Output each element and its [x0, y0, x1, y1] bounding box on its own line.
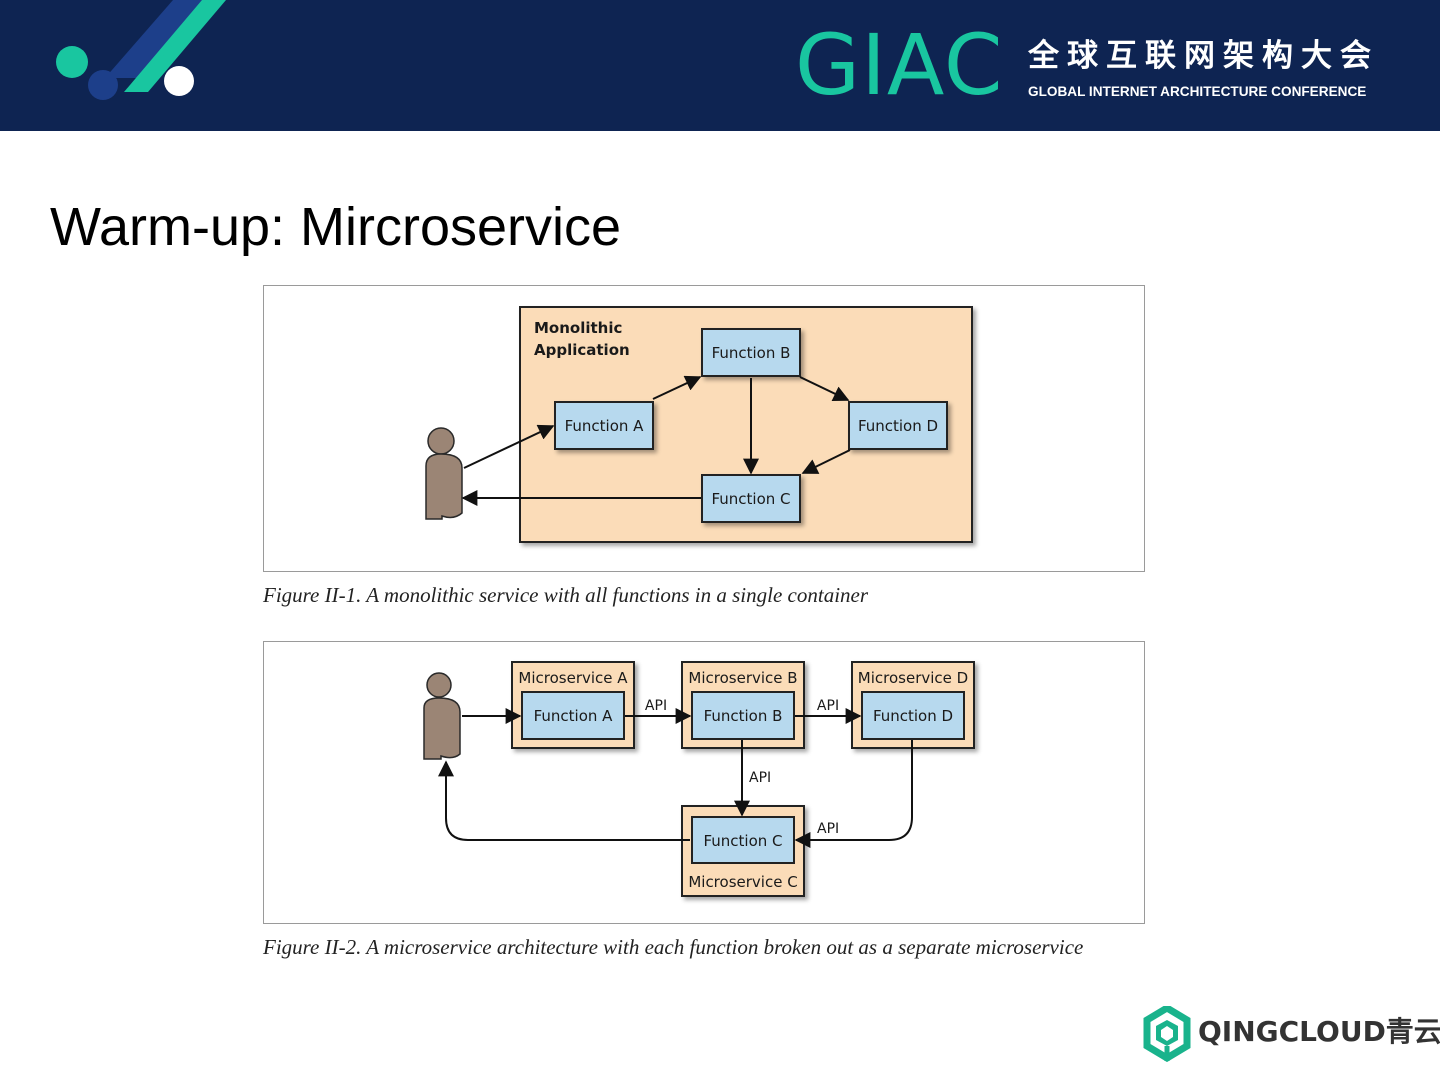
microservice-d-label: Microservice D: [858, 669, 968, 687]
container-label-line1: Monolithic: [534, 319, 622, 337]
function-b-box: [701, 328, 801, 377]
microservice-a-label: Microservice A: [518, 669, 628, 687]
qingcloud-logo-text: QINGCLOUD青云: [1198, 1015, 1440, 1048]
function-c-label: Function C: [711, 490, 790, 508]
function-a-box: [554, 401, 654, 450]
function-c-label: Function C: [703, 832, 782, 850]
user-icon: [425, 427, 463, 520]
conference-name-cn: 全球互联网架构大会: [1028, 38, 1379, 74]
arrow-b-to-d: [799, 376, 850, 401]
function-d-label: Function D: [858, 417, 938, 435]
brand-logo-text: GIAC: [795, 16, 1004, 114]
function-c-box: [691, 816, 795, 864]
function-c-box: [701, 474, 801, 523]
arrow-user-to-a: [463, 424, 555, 469]
arrow-d-to-c: [794, 740, 913, 848]
brand-decoration-icon: [56, 0, 226, 100]
microservice-diagram: Microservice A Function A Microservice B…: [423, 661, 975, 897]
function-d-box: [861, 691, 965, 740]
function-d-label: Function D: [873, 707, 953, 725]
function-d-box: [848, 401, 948, 450]
figure-microservice: Microservice A Function A Microservice B…: [263, 641, 1145, 924]
container-label-line2: Application: [534, 341, 630, 359]
user-icon: [423, 672, 461, 760]
figure-1-caption: Figure II-1. A monolithic service with a…: [263, 583, 869, 607]
api-label-b-d: API: [817, 698, 839, 714]
conference-name-en: GLOBAL INTERNET ARCHITECTURE CONFERENCE: [1028, 84, 1367, 99]
microservice-c-label: Microservice C: [688, 873, 797, 891]
function-b-label: Function B: [712, 344, 791, 362]
page-title: Warm-up: Mircroservice: [50, 197, 622, 257]
arrow-a-to-b: [652, 375, 702, 400]
arrow-c-to-user: [438, 760, 690, 841]
figure-2-caption: Figure II-2. A microservice architecture…: [263, 935, 1084, 959]
qingcloud-logo-icon: [1143, 1006, 1191, 1062]
function-b-box: [691, 691, 795, 740]
function-a-box: [521, 691, 625, 740]
microservice-b-label: Microservice B: [688, 669, 797, 687]
header-bar: GIAC 全球互联网架构大会 GLOBAL INTERNET ARCHITECT…: [0, 0, 1440, 131]
api-label-a-b: API: [645, 698, 667, 714]
function-a-label: Function A: [565, 417, 645, 435]
figure-monolithic: Monolithic Application Function A Functi…: [263, 285, 1145, 572]
api-label-b-c: API: [749, 770, 771, 786]
function-a-label: Function A: [534, 707, 614, 725]
arrow-d-to-c: [801, 449, 851, 474]
monolithic-diagram: Monolithic Application Function A Functi…: [425, 306, 973, 543]
function-b-label: Function B: [704, 707, 783, 725]
api-label-d-c: API: [817, 821, 839, 837]
